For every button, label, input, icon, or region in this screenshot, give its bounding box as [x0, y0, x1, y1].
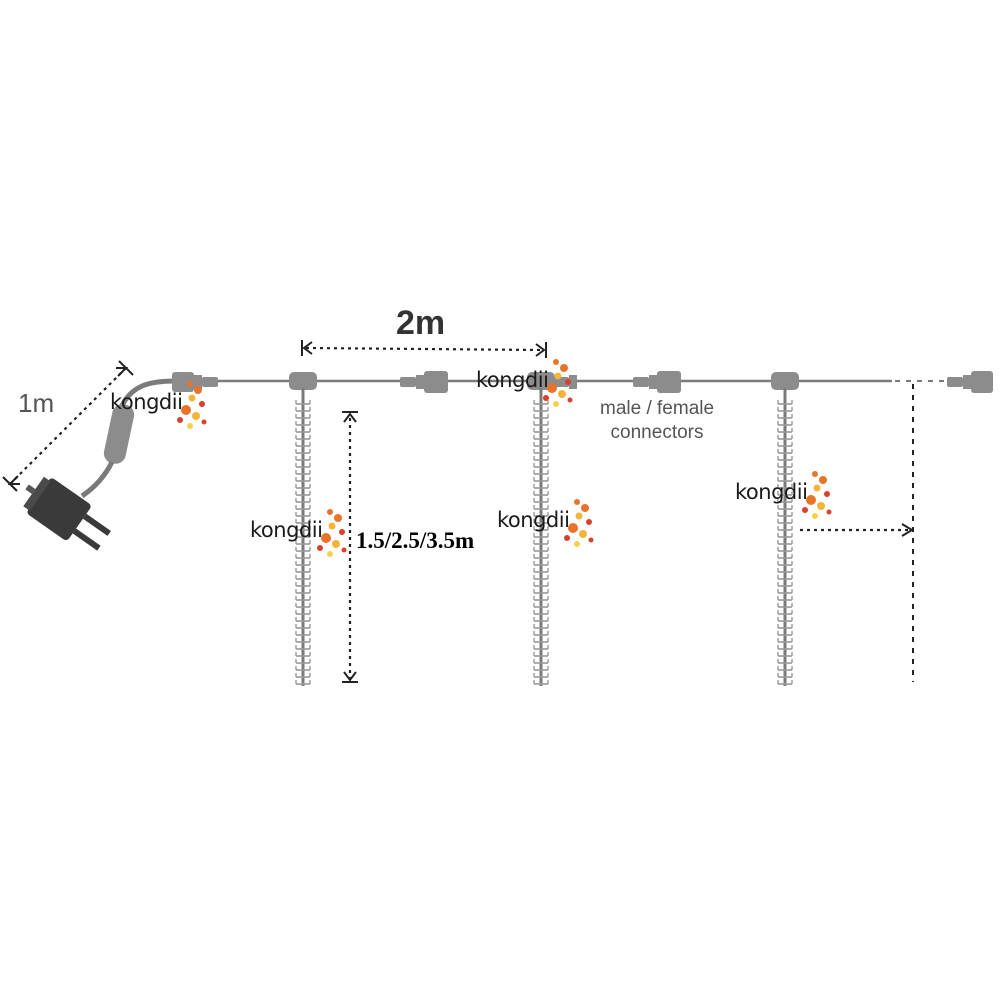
lead-cable-length-label: 1m: [18, 388, 55, 418]
lead-cable: [80, 378, 176, 499]
brand-logo-text: kongdii: [497, 508, 570, 532]
led-drop-strand: [771, 372, 799, 686]
dimension-arrow-icon: [342, 411, 358, 683]
brand-logo-text: kongdii: [735, 480, 808, 504]
brand-logo-icon: kongdii: [476, 354, 586, 414]
brand-logo-text: kongdii: [110, 390, 183, 414]
drop-length-label: 1.5/2.5/3.5m: [356, 528, 475, 553]
brand-logo-icon: kongdii: [250, 504, 360, 564]
dimension-arrow-icon: [2, 360, 134, 492]
led-drop-strand: [289, 372, 317, 686]
cable-connector-icon: [947, 371, 993, 393]
dimension-arrow-icon: [301, 340, 547, 358]
spacing-length-label: 2m: [396, 304, 446, 342]
brand-logo-text: kongdii: [250, 518, 323, 542]
brand-logo-text: kongdii: [476, 368, 549, 392]
connectors-label-line1: male / female: [600, 398, 715, 419]
cable-connector-icon: [553, 375, 577, 389]
connectors-label-line2: connectors: [610, 422, 704, 443]
cable-connector-icon: [633, 371, 681, 393]
brand-logo-icon: kongdii: [110, 376, 220, 436]
cable-connector-icon: [172, 372, 218, 392]
led-drops: [289, 372, 799, 686]
dimension-arrow-icon: [800, 523, 914, 537]
cable-connector-icon: [400, 371, 448, 393]
power-plug-icon: [23, 476, 111, 551]
brand-logo-icon: kongdii: [497, 494, 607, 554]
connectors-label: male / female connectors: [600, 397, 714, 445]
brand-logo-icon: kongdii: [735, 466, 845, 526]
